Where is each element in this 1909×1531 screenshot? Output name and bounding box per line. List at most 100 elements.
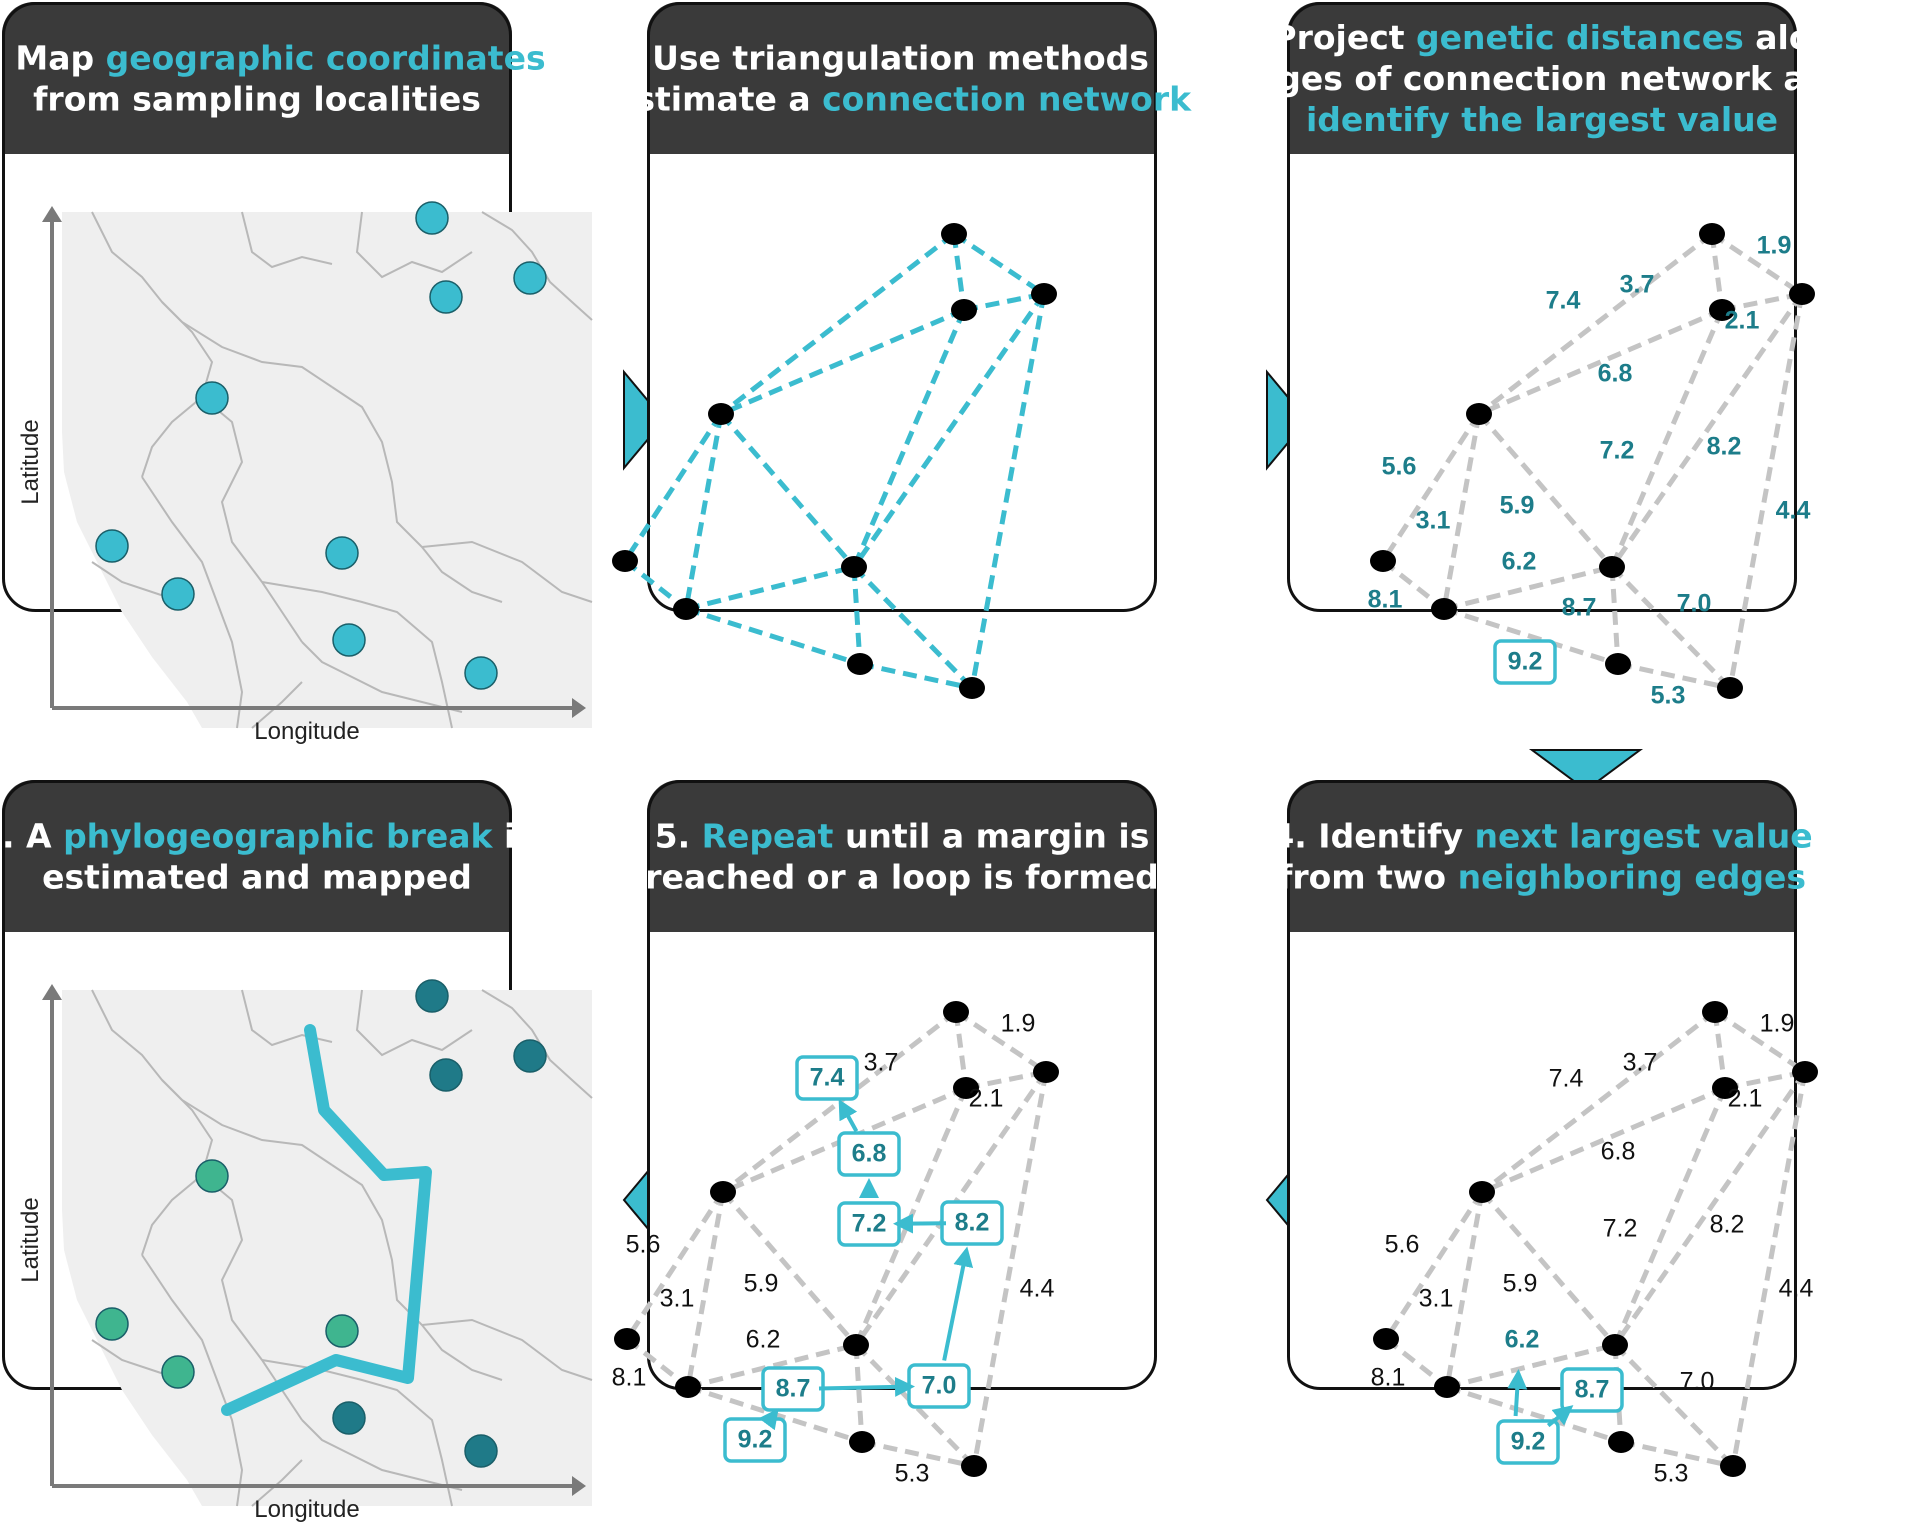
network-node	[1466, 403, 1492, 425]
network-edge	[1480, 1010, 1717, 1194]
network-node	[710, 1181, 736, 1203]
sampling-point	[429, 280, 463, 314]
sampling-point	[332, 1401, 366, 1435]
network-node	[843, 1334, 869, 1356]
sampling-point	[325, 536, 359, 570]
title-text: 2. Use triangulation methods to	[605, 39, 1199, 78]
map-border	[241, 211, 333, 269]
edge-label: 7.2	[1600, 437, 1635, 465]
network-node	[961, 1455, 987, 1477]
title-text: reached or a loop is formed	[645, 858, 1159, 897]
network-edge	[965, 1069, 1047, 1091]
network-node	[1720, 1455, 1746, 1477]
boxed-edge-label: 8.2	[940, 1200, 1004, 1246]
sampling-point	[325, 1314, 359, 1348]
map-border	[331, 386, 503, 603]
network-edge	[953, 1011, 969, 1089]
network-node	[953, 1077, 979, 1099]
network-edge	[1384, 1337, 1449, 1389]
network-edges	[1380, 231, 1805, 691]
sampling-point	[161, 577, 195, 611]
edge-label: 8.7	[1562, 594, 1597, 622]
panel-header	[2, 780, 512, 932]
title-text: is	[492, 817, 534, 856]
map-border	[301, 1419, 463, 1491]
network-edges	[1383, 1009, 1808, 1469]
network-node	[1602, 1334, 1628, 1356]
panel-background	[647, 2, 1157, 612]
edge-label: 6.2	[1502, 548, 1537, 576]
flow-arrow-icon	[623, 369, 666, 471]
network-edge	[1477, 412, 1614, 569]
y-axis-label: Latitude	[17, 1197, 44, 1282]
sampling-point	[415, 979, 449, 1013]
network-edge	[687, 1342, 857, 1390]
edge-label: 5.9	[744, 1270, 779, 1298]
title-highlight: geographic coordinates	[106, 39, 546, 78]
edge-label: 1.9	[1760, 1010, 1795, 1038]
edge-label: 7.4	[1546, 287, 1581, 315]
network-edge	[1727, 293, 1805, 689]
network-edge	[851, 309, 967, 568]
panel-header	[2, 2, 512, 154]
edge-label: 7.2	[1603, 1215, 1638, 1243]
network-edge	[1446, 1342, 1616, 1390]
network-edge	[1383, 1190, 1485, 1341]
network-edges	[624, 1009, 1049, 1469]
edge-label: 7.4	[1549, 1065, 1584, 1093]
edge-label: 5.9	[1500, 492, 1535, 520]
network-node	[943, 1001, 969, 1023]
x-axis-arrow-icon	[572, 698, 586, 718]
panel-title-line: estimate a connection network	[613, 80, 1192, 119]
network-edge	[851, 292, 1047, 569]
network-node	[708, 403, 734, 425]
x-axis-label: Longitude	[254, 718, 359, 745]
panel-header	[1287, 2, 1797, 154]
panel-header	[647, 780, 1157, 932]
network-edge	[1612, 1070, 1808, 1347]
network-edge	[1444, 1191, 1485, 1388]
edge-label: 2.1	[1725, 307, 1760, 335]
sampling-point	[464, 656, 498, 690]
title-text: until a margin is	[833, 817, 1149, 856]
boxed-label-text: 6.8	[852, 1140, 887, 1168]
edge-label: 7.0	[1680, 1368, 1715, 1396]
boxed-label-text: 9.2	[1508, 648, 1543, 676]
map-border	[141, 476, 244, 729]
flow-arrow-icon	[1528, 749, 1644, 792]
label-box	[1493, 639, 1557, 685]
label-box	[1560, 1367, 1624, 1413]
edge-label: 5.6	[1385, 1231, 1420, 1259]
panel-header	[1287, 780, 1797, 932]
map-border	[91, 989, 214, 1256]
edge-label: 3.7	[1623, 1049, 1658, 1077]
edge-labels: 3.71.92.14.45.63.15.98.16.25.3	[612, 1010, 1055, 1488]
title-highlight: next largest value	[1475, 817, 1813, 856]
boxed-label-text: 7.4	[810, 1064, 845, 1092]
edge-label: 6.8	[1598, 360, 1633, 388]
map-border	[331, 1164, 503, 1381]
title-text: 5.	[655, 817, 702, 856]
map-border	[421, 1318, 593, 1381]
panel-background	[647, 780, 1157, 1390]
y-axis-arrow-icon	[42, 206, 62, 222]
sampling-point	[513, 1039, 547, 1073]
network-edge	[1609, 292, 1805, 569]
network-edge	[1380, 412, 1482, 563]
network-node	[1373, 1328, 1399, 1350]
network-edge	[1721, 291, 1803, 313]
map-border	[161, 301, 333, 388]
panel-title-line: from two neighboring edges	[1278, 858, 1806, 897]
step-arrow	[838, 1099, 859, 1133]
network-edge	[1613, 1343, 1735, 1468]
sampling-point	[95, 1307, 129, 1341]
network-edge	[859, 661, 973, 691]
network-node	[1702, 1001, 1728, 1023]
map-area	[62, 211, 593, 729]
network-edge	[854, 1343, 976, 1468]
edge-label: 5.3	[895, 1460, 930, 1488]
map-border	[251, 681, 303, 729]
network-edge	[721, 1010, 958, 1194]
